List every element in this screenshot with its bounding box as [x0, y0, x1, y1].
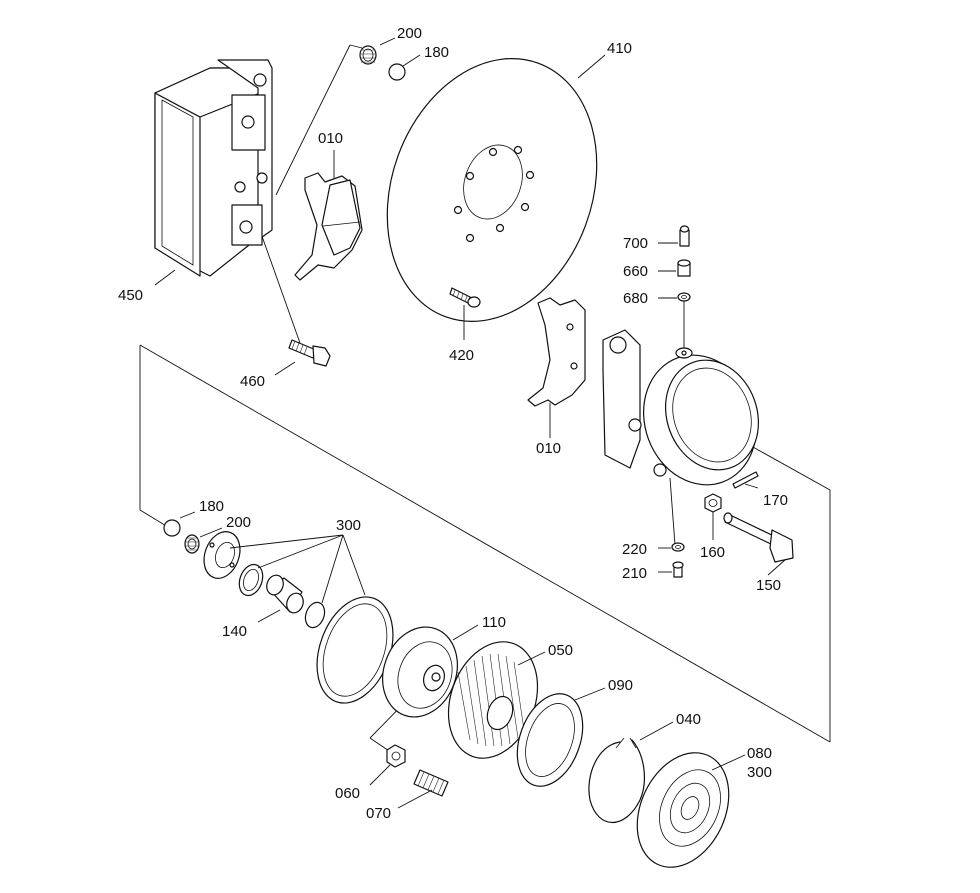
caliper-housing	[602, 329, 760, 486]
callout-060: 060	[335, 785, 360, 802]
callout-420: 420	[449, 347, 474, 364]
set-screw-070	[413, 769, 449, 797]
brake-pad-010-top	[294, 172, 363, 281]
bolt-460	[288, 339, 331, 367]
washer-680	[677, 292, 691, 302]
nut-160	[704, 493, 722, 513]
callout-450: 450	[118, 287, 143, 304]
callout-300-bottom: 300	[747, 764, 772, 781]
nut-060	[386, 744, 406, 768]
callout-410: 410	[607, 40, 632, 57]
callout-660: 660	[623, 263, 648, 280]
callout-220: 220	[622, 541, 647, 558]
callout-460: 460	[240, 373, 265, 390]
cotter-pin-170	[732, 471, 759, 489]
spring-200-top	[359, 45, 377, 65]
washer-220	[671, 542, 685, 552]
cap-180-top	[388, 63, 406, 81]
brake-disc-410	[386, 58, 598, 322]
callout-300-top: 300	[336, 517, 361, 534]
callout-160: 160	[700, 544, 725, 561]
callout-150: 150	[756, 577, 781, 594]
assembly-guide-lines	[139, 44, 831, 756]
callout-010-top: 010	[318, 130, 343, 147]
callout-680: 680	[623, 290, 648, 307]
callout-080: 080	[747, 745, 772, 762]
callout-170: 170	[763, 492, 788, 509]
callout-050: 050	[548, 642, 573, 659]
callout-200-top: 200	[397, 25, 422, 42]
t-bolt-150	[723, 512, 794, 563]
callout-200-bottom: 200	[226, 514, 251, 531]
cover-080	[636, 752, 730, 868]
spring-200-bottom	[184, 534, 200, 554]
callout-leaders	[154, 37, 786, 809]
caliper-bracket-450	[154, 59, 273, 277]
callout-labels: 200 180 410 010 450 460 420 700 660 680 …	[118, 25, 788, 822]
callout-070: 070	[366, 805, 391, 822]
grease-nipple-700	[679, 225, 690, 247]
spring-pack-050	[447, 641, 539, 759]
callout-010-mid: 010	[536, 440, 561, 457]
callout-110: 110	[482, 614, 506, 631]
adapter-660	[677, 259, 691, 277]
o-ring-300	[304, 601, 326, 629]
screw-210	[672, 561, 684, 578]
callout-090: 090	[608, 677, 633, 694]
bolt-420	[449, 287, 481, 308]
seal-300-small	[238, 563, 264, 597]
callout-700: 700	[623, 235, 648, 252]
callout-040: 040	[676, 711, 701, 728]
brake-pad-010-mid	[527, 297, 586, 407]
bushing-140	[266, 574, 304, 614]
callout-180-bottom: 180	[199, 498, 224, 515]
callout-180-top: 180	[424, 44, 449, 61]
spring-plate	[203, 531, 241, 579]
snap-ring-040	[588, 737, 645, 824]
cap-180-bottom	[163, 519, 181, 537]
callout-140: 140	[222, 623, 247, 640]
piston-110	[382, 626, 458, 718]
callout-210: 210	[622, 565, 647, 582]
ring-090	[516, 693, 584, 787]
